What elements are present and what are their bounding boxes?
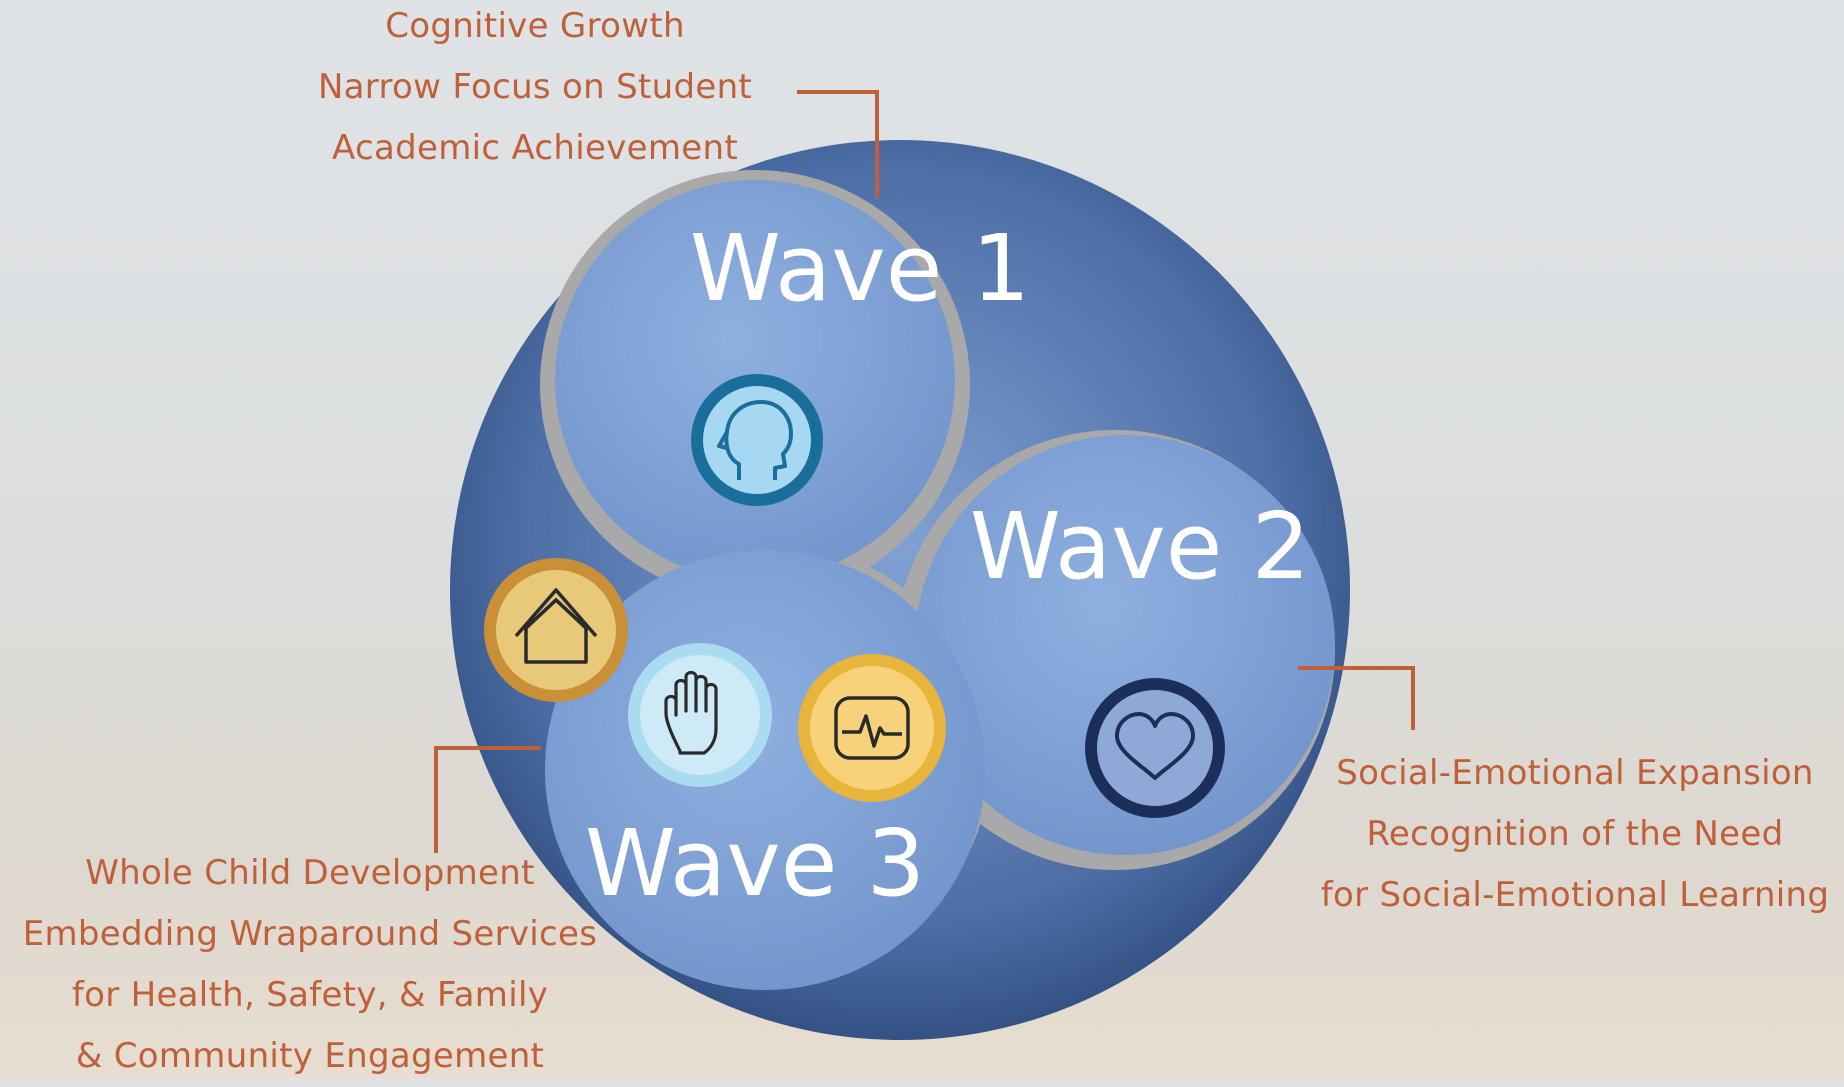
heart-monitor-icon xyxy=(798,654,946,802)
heart-icon xyxy=(1085,678,1225,818)
wave-3-caption-line: for Health, Safety, & Family xyxy=(71,975,549,1015)
wave-3-caption-line: & Community Engagement xyxy=(75,1036,545,1076)
wave-1-caption-line: Academic Achievement xyxy=(332,128,738,168)
wave-2-connector xyxy=(1298,666,1415,730)
wave-3-caption: Whole Child Development Embedding Wrapar… xyxy=(10,843,610,1087)
wave-2-caption: Social-Emotional Expansion Recognition o… xyxy=(1310,743,1840,926)
wave-2-caption-line: for Social-Emotional Learning xyxy=(1320,875,1830,915)
raised-hand-icon xyxy=(628,643,772,787)
wave-3-title: Wave 3 xyxy=(585,810,925,917)
connectors xyxy=(434,90,1415,853)
wave-2-title: Wave 2 xyxy=(970,493,1310,600)
wave-1-caption-line: Narrow Focus on Student xyxy=(317,67,753,107)
house-icon xyxy=(484,558,628,702)
wave-2-caption-line: Social-Emotional Expansion xyxy=(1336,753,1814,793)
head-profile-icon xyxy=(691,374,823,506)
wave-1-caption: Cognitive Growth Narrow Focus on Student… xyxy=(285,0,785,179)
wave-1-caption-line: Cognitive Growth xyxy=(385,6,685,46)
wave-1-connector xyxy=(797,90,879,198)
wave-3-caption-line: Embedding Wraparound Services xyxy=(22,914,598,954)
wave-3-caption-line: Whole Child Development xyxy=(85,853,535,893)
wave-1-title: Wave 1 xyxy=(690,215,1030,322)
wave-3-connector xyxy=(434,746,541,853)
wave-2-lobe xyxy=(915,435,1335,855)
wave-2-caption-line: Recognition of the Need xyxy=(1366,814,1784,854)
